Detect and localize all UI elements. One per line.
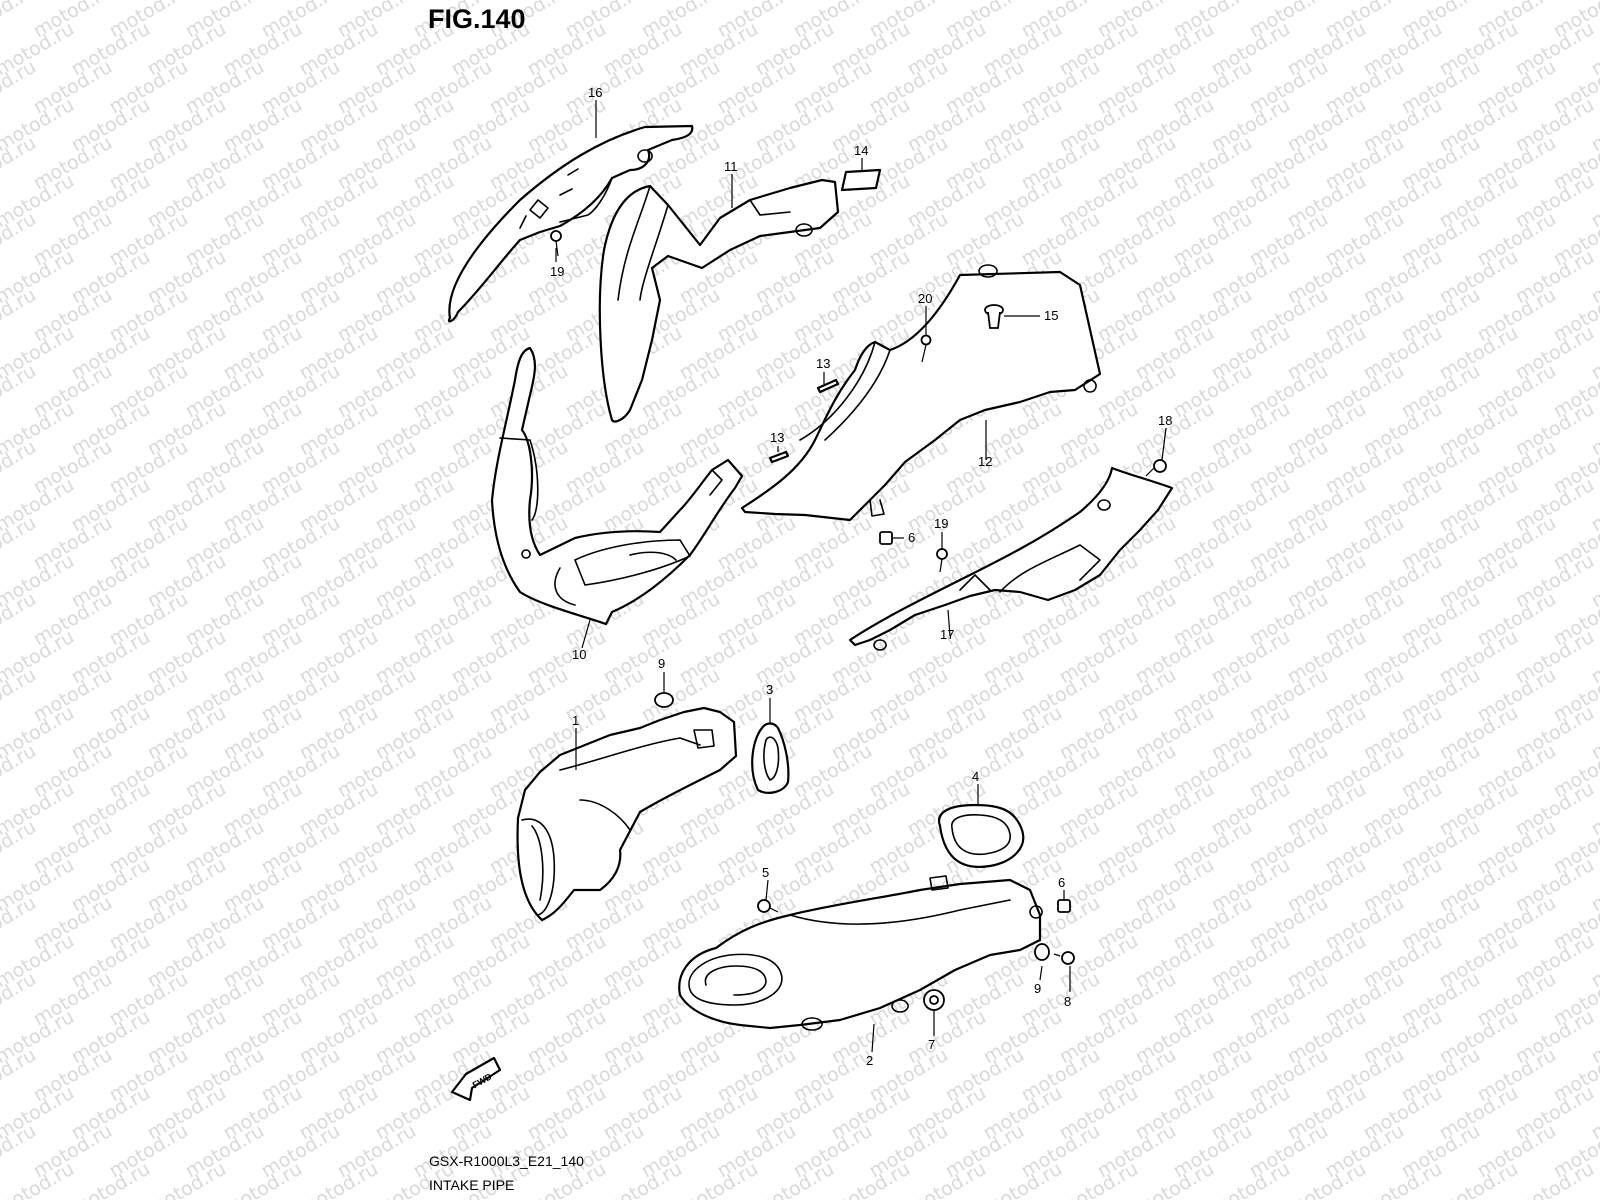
fastener-9-washer-lower (1034, 943, 1050, 961)
callout-18: 18 (1158, 413, 1172, 428)
callout-19-lower: 19 (934, 516, 948, 531)
callout-5: 5 (762, 865, 769, 880)
callout-1: 1 (572, 713, 579, 728)
callout-11: 11 (724, 159, 738, 174)
fastener-7-grommet (923, 989, 945, 1011)
fwd-arrow-icon: FWD (450, 1056, 502, 1102)
part-14-sticker (840, 168, 882, 192)
callout-6-lower: 6 (1058, 875, 1065, 890)
part-3-seal (751, 722, 790, 794)
callout-20: 20 (918, 291, 932, 306)
part-13-clip-upper (816, 378, 840, 394)
callout-17: 17 (940, 627, 954, 642)
callout-12: 12 (978, 454, 992, 469)
figure-code: GSX-R1000L3_E21_140 (429, 1153, 584, 1169)
callout-3: 3 (766, 682, 773, 697)
callout-13-lower: 13 (770, 430, 784, 445)
fastener-19-screw-lower (936, 548, 948, 573)
callout-9-upper: 9 (658, 656, 665, 671)
fastener-9-nut-upper (654, 692, 674, 708)
callout-15: 15 (1044, 308, 1058, 323)
callout-13-upper: 13 (816, 356, 830, 371)
callout-6-upper: 6 (908, 530, 915, 545)
fastener-6-nut-upper (879, 531, 893, 545)
fastener-6-nut-lower (1057, 899, 1071, 913)
callout-19-upper: 19 (550, 264, 564, 279)
callout-8: 8 (1064, 994, 1071, 1009)
part-13-clip-lower (768, 450, 790, 464)
figure-title: FIG.140 (428, 4, 526, 34)
part-11-side-panel (598, 178, 840, 423)
callout-9-lower: 9 (1034, 981, 1041, 996)
part-17-lower-panel (848, 466, 1174, 651)
part-2-right-intake-duct (678, 875, 1043, 1031)
fastener-5-bolt (757, 899, 779, 913)
part-1-left-intake-duct (516, 706, 738, 922)
callout-16: 16 (588, 85, 602, 100)
fastener-18-bolt (1145, 459, 1167, 477)
callout-10: 10 (572, 647, 586, 662)
callout-2: 2 (866, 1053, 873, 1068)
callout-4: 4 (972, 769, 979, 784)
part-4-gasket (937, 803, 1025, 868)
fastener-8-bolt (1053, 951, 1075, 965)
callout-7: 7 (928, 1037, 935, 1052)
figure-name: INTAKE PIPE (429, 1177, 515, 1193)
callout-14: 14 (854, 143, 868, 158)
